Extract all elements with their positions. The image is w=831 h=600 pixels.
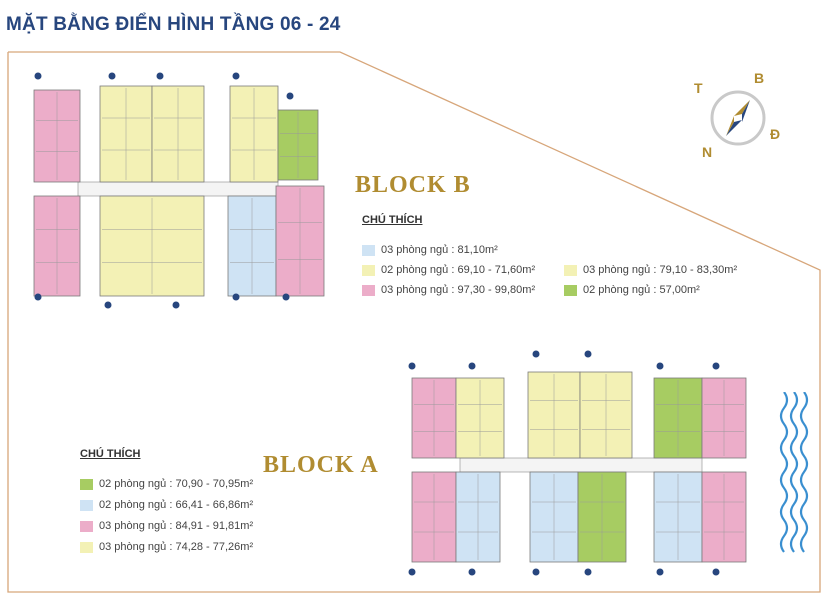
legend-label: 03 phòng ngủ : 74,28 - 77,26m²: [99, 541, 254, 553]
block-a-legend-title: CHÚ THÍCH: [80, 448, 141, 460]
block-a-legend: CHÚ THÍCH 02 phòng ngủ : 70,90 - 70,95m²…: [80, 448, 340, 558]
legend-item: 02 phòng ngủ : 70,90 - 70,95m²: [80, 478, 253, 490]
legend-item: 03 phòng ngủ : 81,10m²: [362, 244, 498, 256]
unit-number-marker: [584, 568, 592, 576]
block-a-title: BLOCK A: [263, 452, 379, 478]
legend-swatch: [80, 541, 93, 553]
legend-item: 02 phòng ngủ : 69,10 - 71,60m²: [362, 264, 535, 276]
unit-number-marker: [172, 301, 180, 309]
unit-number-marker: [104, 301, 112, 309]
legend-item: 02 phòng ngủ : 66,41 - 66,86m²: [80, 499, 253, 511]
compass-rose: [710, 90, 766, 146]
legend-item: 03 phòng ngủ : 79,10 - 83,30m²: [564, 264, 737, 276]
block-b-legend-title: CHÚ THÍCH: [362, 214, 423, 226]
compass-north: B: [754, 70, 765, 86]
legend-swatch: [80, 499, 93, 511]
legend-item: 03 phòng ngủ : 74,28 - 77,26m²: [80, 541, 253, 553]
compass-south: N: [702, 144, 713, 160]
legend-swatch: [362, 264, 375, 276]
legend-label: 02 phòng ngủ : 70,90 - 70,95m²: [99, 478, 254, 490]
unit-number-marker: [408, 362, 416, 370]
legend-label: 03 phòng ngủ : 79,10 - 83,30m²: [583, 264, 738, 276]
unit-number-marker: [286, 92, 294, 100]
unit-number-marker: [156, 72, 164, 80]
unit-number-marker: [584, 350, 592, 358]
unit-number-marker: [34, 72, 42, 80]
legend-label: 02 phòng ngủ : 57,00m²: [583, 284, 700, 296]
legend-swatch: [564, 284, 577, 296]
block-b-legend: CHÚ THÍCH 03 phòng ngủ : 81,10m² 02 phòn…: [362, 214, 782, 304]
legend-swatch: [362, 284, 375, 296]
block-b-title: BLOCK B: [355, 172, 471, 198]
legend-swatch: [362, 244, 375, 256]
legend-label: 03 phòng ngủ : 84,91 - 91,81m²: [99, 520, 254, 532]
legend-item: 02 phòng ngủ : 57,00m²: [564, 284, 700, 296]
legend-swatch: [80, 520, 93, 532]
block-a-corridor: [459, 457, 703, 473]
legend-swatch: [80, 478, 93, 490]
unit-number-marker: [532, 350, 540, 358]
unit-number-marker: [468, 568, 476, 576]
unit-number-marker: [34, 293, 42, 301]
unit-number-marker: [656, 568, 664, 576]
compass-west: T: [694, 80, 703, 96]
compass-east: Đ: [770, 126, 781, 142]
unit-number-marker: [232, 293, 240, 301]
unit-number-marker: [282, 293, 290, 301]
legend-label: 03 phòng ngủ : 97,30 - 99,80m²: [381, 284, 536, 296]
unit-number-marker: [408, 568, 416, 576]
unit-number-marker: [656, 362, 664, 370]
compass-icon: T B Đ N: [694, 70, 794, 170]
legend-label: 02 phòng ngủ : 69,10 - 71,60m²: [381, 264, 536, 276]
unit-number-marker: [532, 568, 540, 576]
unit-number-marker: [232, 72, 240, 80]
block-b-corridor: [77, 181, 279, 197]
legend-item: 03 phòng ngủ : 84,91 - 91,81m²: [80, 520, 253, 532]
legend-label: 02 phòng ngủ : 66,41 - 66,86m²: [99, 499, 254, 511]
unit-number-marker: [468, 362, 476, 370]
legend-swatch: [564, 264, 577, 276]
unit-number-marker: [108, 72, 116, 80]
unit-number-marker: [712, 362, 720, 370]
legend-label: 03 phòng ngủ : 81,10m²: [381, 244, 498, 256]
sea-waves-icon: [779, 392, 809, 553]
unit-number-marker: [712, 568, 720, 576]
legend-item: 03 phòng ngủ : 97,30 - 99,80m²: [362, 284, 535, 296]
page-title: MẶT BẰNG ĐIỂN HÌNH TẦNG 06 - 24: [6, 14, 341, 35]
